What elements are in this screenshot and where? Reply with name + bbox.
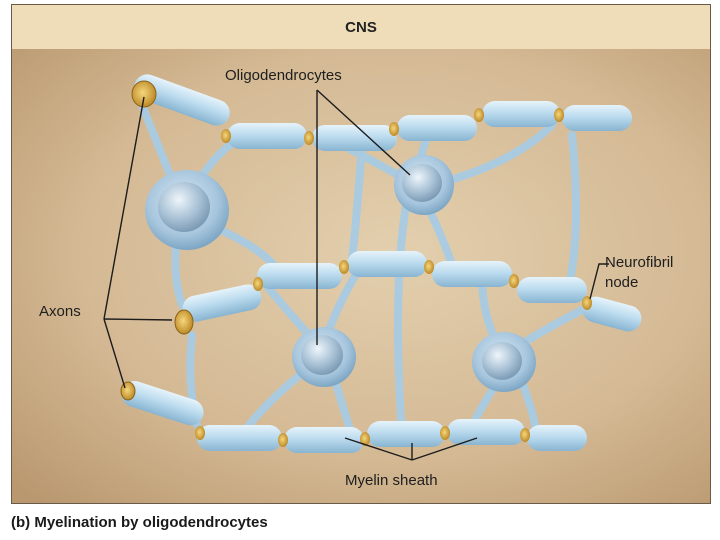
header-bar: CNS <box>12 5 710 50</box>
leader-lines <box>103 89 609 461</box>
oligodendrocyte-cells <box>145 155 536 392</box>
illustration <box>12 49 710 503</box>
neurofibril-nodes <box>195 108 592 447</box>
label-myelin-sheath: Myelin sheath <box>345 472 438 489</box>
label-neurofibril-node-line2: node <box>605 274 639 291</box>
label-axons: Axons <box>39 303 81 320</box>
header-title: CNS <box>345 18 377 36</box>
myelin-sheath-row-top <box>134 74 632 151</box>
figure-caption: (b) Myelination by oligodendrocytes <box>11 514 268 531</box>
myelin-sheath-row-bottom <box>121 381 587 453</box>
label-neurofibril-node-line1: Neurofibril <box>605 254 674 271</box>
label-oligodendrocytes: Oligodendrocytes <box>225 67 342 84</box>
myelin-sheath-row-middle <box>182 251 642 332</box>
axon-cut-ends <box>120 80 194 401</box>
figure-frame: CNS <box>11 4 711 504</box>
